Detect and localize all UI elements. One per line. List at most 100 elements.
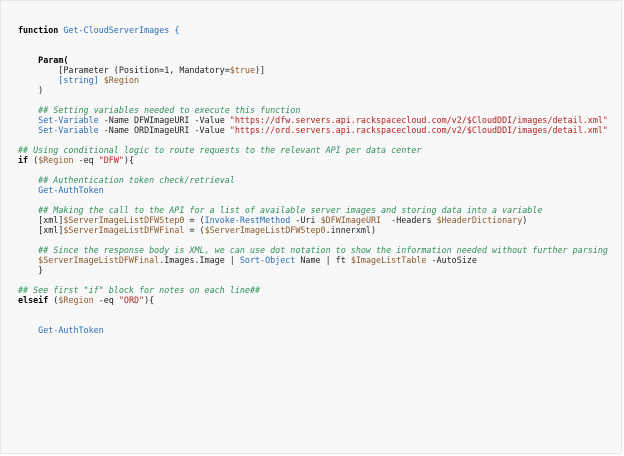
code-token: }: [18, 265, 44, 275]
code-token: [18, 205, 38, 215]
code-token: "https://ord.servers.api.rackspacecloud.…: [229, 125, 608, 135]
code-token: [18, 105, 38, 115]
code-token: $ServerImageListDFWStep0: [63, 215, 185, 225]
code-token: (: [48, 295, 59, 305]
code-token: [18, 55, 38, 65]
code-token: -AutoSize: [426, 255, 477, 265]
code-line: ## Since the response body is XML, we ca…: [18, 245, 608, 255]
code-line: ## Using conditional logic to route requ…: [18, 145, 608, 155]
code-line: ): [18, 85, 608, 95]
code-token: -Name ORDImageURI -Value: [98, 125, 230, 135]
code-token: $HeaderDictionary: [436, 215, 523, 225]
code-line: elseif ($Region -eq "ORD"){: [18, 295, 608, 305]
code-token: ## Making the call to the API for a list…: [38, 205, 543, 215]
code-token: (: [28, 155, 39, 165]
code-token: .innerxml): [325, 225, 377, 235]
code-token: ## Setting variables needed to execute t…: [38, 105, 301, 115]
code-token: "https://dfw.servers.api.rackspacecloud.…: [229, 115, 608, 125]
code-token: [18, 125, 38, 135]
code-line: [xml]$ServerImageListDFWStep0 = (Invoke-…: [18, 215, 608, 225]
code-line: [18, 315, 608, 325]
code-token: -Uri: [290, 215, 321, 225]
code-line: function Get-CloudServerImages {: [18, 25, 608, 35]
code-token: Param(: [38, 55, 69, 65]
code-token: -Name DFWImageURI -Value: [98, 115, 230, 125]
code-token: $Region: [103, 75, 140, 85]
code-token: ){: [144, 295, 155, 305]
code-token: .Images.Image |: [159, 255, 240, 265]
code-token: = (: [184, 225, 205, 235]
code-token: ): [522, 215, 528, 225]
code-token: ){: [123, 155, 135, 165]
code-token: ## See first "if" block for notes on eac…: [18, 285, 261, 295]
code-token: Get-CloudServerImages {: [63, 25, 180, 35]
code-token: ## Since the response body is XML, we ca…: [38, 245, 608, 255]
code-token: ## Authentication token check/retrieval: [38, 175, 235, 185]
code-line: $ServerImageListDFWFinal.Images.Image | …: [18, 255, 608, 265]
code-token: -eq: [93, 295, 119, 305]
code-token: $ServerImageListDFWFinal: [63, 225, 185, 235]
code-token: [18, 75, 58, 85]
code-line: [18, 45, 608, 55]
code-line: [xml]$ServerImageListDFWFinal = ($Server…: [18, 225, 608, 235]
code-line: Get-AuthToken: [18, 185, 608, 195]
code-line: [Parameter (Position=1, Mandatory=$true)…: [18, 65, 608, 75]
code-line: Set-Variable -Name ORDImageURI -Value "h…: [18, 125, 608, 135]
code-token: "DFW": [98, 155, 124, 165]
code-token: Sort-Object: [239, 255, 296, 265]
code-token: Set-Variable: [38, 115, 99, 125]
code-token: "ORD": [118, 295, 145, 305]
code-token: $ServerImageListDFWFinal: [38, 255, 160, 265]
code-token: Get-AuthToken: [38, 185, 104, 195]
code-token: Get-AuthToken: [38, 325, 104, 335]
code-token: [string]: [58, 75, 99, 85]
code-line: ## See first "if" block for notes on eac…: [18, 285, 608, 295]
code-token: [Parameter (Position=1, Mandatory=: [18, 65, 230, 75]
code-token: -eq: [73, 155, 99, 165]
code-token: ): [18, 85, 44, 95]
code-line: if ($Region -eq "DFW"){: [18, 155, 608, 165]
code-token: ## Using conditional logic to route requ…: [18, 145, 422, 155]
code-line: }: [18, 265, 608, 275]
code-token: )]: [255, 65, 266, 75]
code-line: [18, 275, 608, 285]
code-token: $ImageListTable: [350, 255, 427, 265]
code-token: if: [18, 155, 29, 165]
code-token: [xml]: [18, 215, 64, 225]
code-token: $Region: [38, 155, 74, 165]
code-token: Name | ft: [295, 255, 351, 265]
code-line: [18, 305, 608, 315]
code-token: $true: [229, 65, 255, 75]
code-token: [xml]: [18, 225, 64, 235]
code-token: [18, 325, 38, 335]
code-token: $ServerImageListDFWStep0: [204, 225, 326, 235]
code-line: [18, 95, 608, 105]
code-token: [18, 185, 38, 195]
code-token: [18, 115, 38, 125]
code-token: [18, 245, 38, 255]
code-token: $DFWImageURI: [320, 215, 382, 225]
code-line: [18, 195, 608, 205]
code-token: -Headers: [381, 215, 437, 225]
code-token: Set-Variable: [38, 125, 99, 135]
code-line: ## Authentication token check/retrieval: [18, 175, 608, 185]
code-line: [18, 135, 608, 145]
code-line: Set-Variable -Name DFWImageURI -Value "h…: [18, 115, 608, 125]
code-line: Get-AuthToken: [18, 325, 608, 335]
code-token: = (: [184, 215, 205, 225]
code-token: elseif: [18, 295, 49, 305]
code-token: [18, 175, 38, 185]
code-line: Param(: [18, 55, 608, 65]
code-token: [18, 255, 38, 265]
code-token: $Region: [58, 295, 94, 305]
code-token: Invoke-RestMethod: [204, 215, 291, 225]
code-line: ## Making the call to the API for a list…: [18, 205, 608, 215]
code-line: [string] $Region: [18, 75, 608, 85]
code-line: [18, 35, 608, 45]
code-line: [18, 165, 608, 175]
code-line: [18, 235, 608, 245]
code-line: ## Setting variables needed to execute t…: [18, 105, 608, 115]
code-token: function: [18, 25, 64, 35]
code-listing: function Get-CloudServerImages { Param( …: [18, 25, 608, 335]
